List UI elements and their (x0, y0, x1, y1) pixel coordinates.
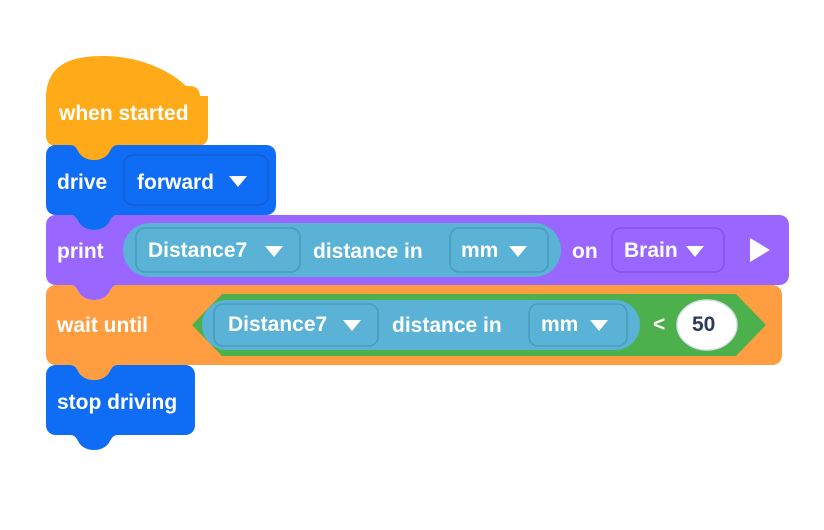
print-sensor-dropdown[interactable] (136, 228, 300, 272)
condition-unit-field-shape[interactable] (528, 303, 628, 347)
print-target-dropdown[interactable] (612, 228, 724, 272)
condition-number-input[interactable] (677, 300, 737, 350)
print-run-triangle-shape[interactable] (750, 238, 770, 262)
condition-number-field-shape[interactable] (676, 299, 738, 351)
condition-unit-chevron-shape[interactable] (590, 320, 608, 331)
when-started-shape[interactable] (46, 56, 208, 161)
condition-sensor-chevron-shape[interactable] (343, 320, 361, 331)
print-sensor-chevron-shape[interactable] (265, 246, 283, 257)
drive-direction-chevron-shape[interactable] (229, 176, 247, 187)
print-run-button[interactable] (740, 232, 780, 268)
when-started-block[interactable] (46, 56, 208, 146)
condition-sensor-dropdown[interactable] (214, 304, 378, 346)
print-sensor-field-shape[interactable] (135, 227, 301, 273)
stop-driving-block-shape[interactable] (46, 365, 195, 450)
condition-unit-dropdown[interactable] (529, 304, 627, 346)
drive-direction-field-shape[interactable] (123, 154, 269, 206)
print-target-chevron-shape[interactable] (686, 246, 704, 257)
stop-driving-block[interactable] (46, 366, 195, 435)
condition-sensor-field-shape[interactable] (213, 303, 379, 347)
wait-until-block[interactable] (46, 286, 782, 365)
print-target-field-shape[interactable] (611, 227, 725, 273)
print-unit-dropdown[interactable] (450, 228, 548, 272)
drive-direction-dropdown[interactable] (124, 155, 268, 205)
print-unit-field-shape[interactable] (449, 227, 549, 273)
print-unit-chevron-shape[interactable] (509, 246, 527, 257)
